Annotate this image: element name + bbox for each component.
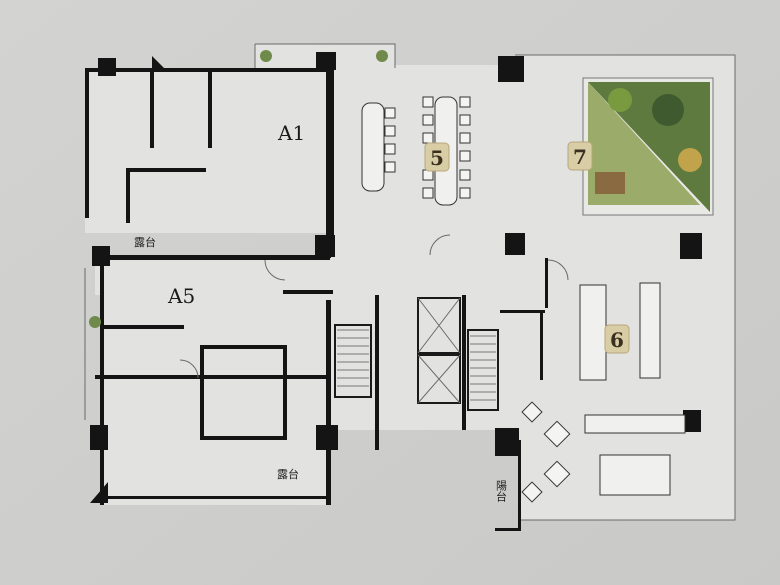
- marker-7: 7: [567, 141, 593, 171]
- marker-6-text: 6: [610, 328, 624, 352]
- unit-a5-label: A5: [167, 284, 195, 308]
- balcony-label: 陽台: [495, 480, 508, 502]
- unit-a1-label: A1: [277, 121, 305, 145]
- planter-icon: [89, 316, 101, 328]
- terrace-a5-label: 露台: [277, 467, 299, 481]
- planter-icon: [260, 50, 272, 62]
- marker-6: 6: [604, 324, 630, 354]
- planter-icon: [376, 50, 388, 62]
- garden-7: [582, 77, 714, 216]
- terrace-a1-label: 露台: [134, 235, 156, 249]
- walls: [85, 52, 702, 531]
- marker-7-text: 7: [573, 145, 587, 169]
- core: [334, 297, 499, 411]
- lounge-6-furniture: [521, 282, 686, 503]
- marker-5-text: 5: [430, 146, 444, 170]
- marker-5: 5: [424, 142, 450, 172]
